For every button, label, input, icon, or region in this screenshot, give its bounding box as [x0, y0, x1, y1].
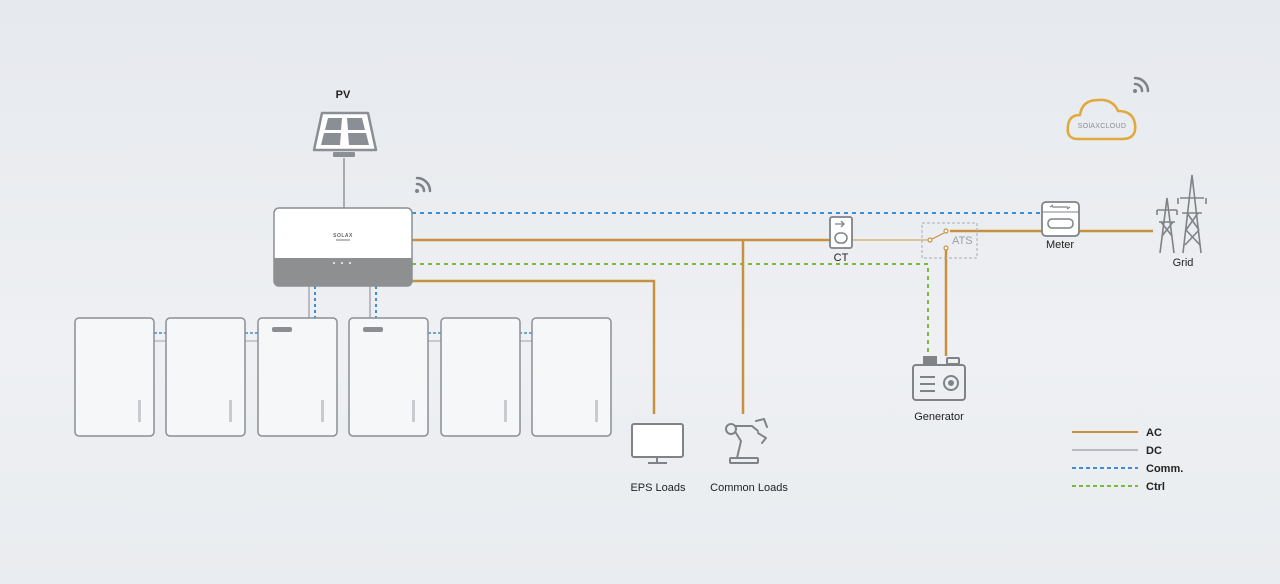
- battery-links: [154, 332, 532, 342]
- legend-label: Comm.: [1146, 463, 1183, 475]
- cloud-label: SOlAXCLOUD: [1078, 123, 1127, 130]
- common-loads-label: Common Loads: [710, 482, 788, 494]
- pv-label: PV: [336, 89, 351, 101]
- legend-item-ac: AC: [1072, 427, 1162, 439]
- battery-2[interactable]: [165, 317, 246, 437]
- ct-label: CT: [834, 252, 849, 264]
- ac-line-eps-loads: [412, 279, 656, 414]
- transmission-tower-icon: [1156, 174, 1207, 254]
- legend-item-ctrl: Ctrl: [1072, 481, 1165, 493]
- battery-4[interactable]: [348, 317, 429, 437]
- eps-loads-label: EPS Loads: [630, 482, 686, 494]
- inverter-brand: SOLAX: [333, 233, 353, 239]
- hybrid-inverter[interactable]: SOLAX: [273, 207, 413, 287]
- legend-label: DC: [1146, 445, 1162, 457]
- ct-sensor[interactable]: [829, 216, 853, 249]
- battery-3[interactable]: [257, 317, 338, 437]
- solar-panel-icon: [312, 111, 378, 157]
- meter-label: Meter: [1046, 239, 1074, 251]
- legend-label: Ctrl: [1146, 481, 1165, 493]
- robot-arm-icon[interactable]: [725, 418, 768, 464]
- grid-label: Grid: [1173, 257, 1194, 269]
- cloud-wifi-icon: [1133, 76, 1150, 93]
- wifi-icon: [415, 176, 432, 193]
- generator-icon[interactable]: [912, 356, 966, 401]
- monitor-icon[interactable]: [631, 423, 684, 464]
- battery-1[interactable]: [74, 317, 155, 437]
- legend-item-dc: DC: [1072, 445, 1162, 457]
- generator-label: Generator: [914, 411, 964, 423]
- legend-item-comm: Comm.: [1072, 463, 1183, 475]
- ats-switch[interactable]: ATS: [921, 222, 978, 259]
- battery-6[interactable]: [531, 317, 612, 437]
- legend-label: AC: [1146, 427, 1162, 439]
- meter[interactable]: [1041, 201, 1080, 237]
- ats-label: ATS: [952, 235, 973, 247]
- cloud-icon: SOlAXCLOUD: [1066, 98, 1137, 141]
- battery-5[interactable]: [440, 317, 521, 437]
- legend: AC DC Comm. Ctrl: [1072, 427, 1183, 493]
- ctrl-line: [412, 263, 929, 360]
